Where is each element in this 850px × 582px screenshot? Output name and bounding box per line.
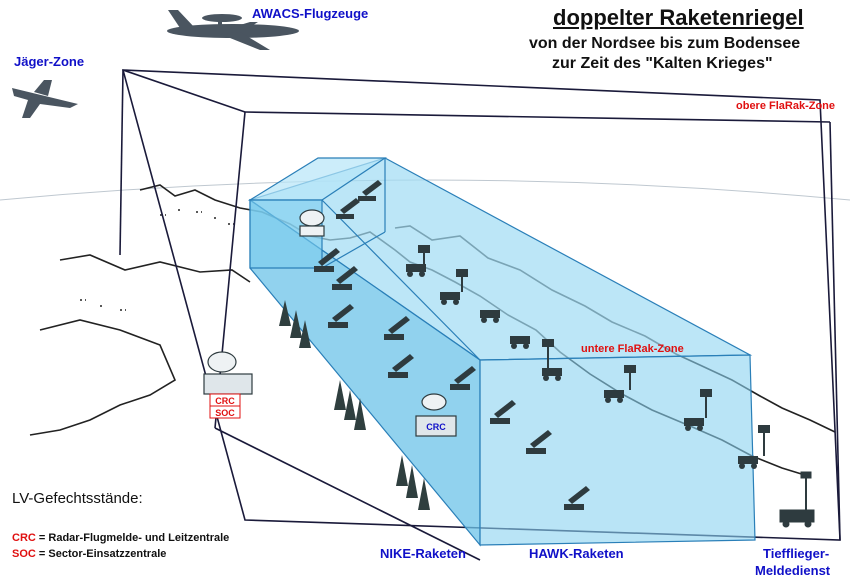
- nike-label: NIKE-Raketen: [380, 546, 466, 561]
- tree-icon: [396, 455, 408, 486]
- hawk-launcher-icon: [406, 264, 426, 277]
- nike-launcher-icon: [450, 366, 476, 390]
- nike-launcher-icon: [314, 248, 340, 272]
- crc-soc-station: CRC SOC: [203, 351, 253, 419]
- nike-launchers: [314, 180, 590, 510]
- radar-icon: [418, 245, 430, 264]
- upper-zone-edge: [829, 121, 841, 541]
- nike-launcher-icon: [526, 430, 552, 454]
- upper-zone-edge: [119, 69, 124, 256]
- hawk-launchers: [406, 264, 758, 469]
- legend-text: = Radar-Flugmelde- und Leitzentrale: [35, 532, 230, 544]
- lower-zone-label: untere FlaRak-Zone: [581, 343, 684, 355]
- hawk-launcher-icon: [510, 336, 530, 349]
- hawk-launcher-icon: [542, 368, 562, 381]
- border-line: [29, 319, 177, 436]
- nike-launcher-icon: [384, 316, 410, 340]
- legend-item-soc: SOC = Sector-Einsatzzentrale: [12, 548, 166, 560]
- crc-front-box: [415, 415, 457, 437]
- tree-icon: [406, 465, 418, 498]
- tree-icon: [279, 300, 291, 326]
- lower-zone-edge: [321, 231, 386, 269]
- hawk-launcher-icon: [440, 292, 460, 305]
- title-subtitle-line2: zur Zeit des "Kalten Krieges": [552, 55, 773, 72]
- hawk-launcher-icon: [604, 390, 624, 403]
- upper-zone-label: obere FlaRak-Zone: [736, 100, 836, 112]
- hawk-launcher-icon: [684, 418, 704, 431]
- legend-item-crc: CRC = Radar-Flugmelde- und Leitzentrale: [12, 532, 229, 544]
- title-subtitle-line1: von der Nordsee bis zum Bodensee: [529, 35, 801, 52]
- radar-dish-icon: [421, 393, 447, 411]
- crc-front-station: CRC: [415, 393, 457, 437]
- crc-box-text: CRC: [215, 396, 235, 406]
- nike-launcher-icon: [332, 266, 358, 290]
- title-main: doppelter Raketenriegel: [553, 5, 804, 30]
- hawk-launcher-icon: [480, 310, 500, 323]
- legend-text: = Sector-Einsatzzentrale: [35, 548, 167, 560]
- radar-icon: [758, 425, 770, 456]
- nike-launcher-icon: [358, 180, 382, 201]
- tiefflieger-label-line1: Tiefflieger-: [763, 546, 830, 561]
- tree-icon: [334, 380, 346, 410]
- nike-launcher-icon: [336, 198, 360, 219]
- radar-icon: [542, 339, 554, 368]
- upper-zone-edge: [122, 69, 246, 113]
- tree-icon: [418, 478, 430, 510]
- lower-zone-front-face: [479, 354, 756, 546]
- tree-icon: [290, 310, 302, 338]
- radar-dish-icon: [299, 209, 325, 237]
- awacs-aircraft-icon: [167, 10, 299, 50]
- tree-icon: [299, 320, 311, 348]
- nike-launcher-icon: [328, 304, 354, 328]
- hawk-launcher-icon: [738, 456, 758, 469]
- legend-code: SOC: [12, 548, 36, 560]
- crc-front-text: CRC: [426, 422, 446, 432]
- upper-zone-edge: [244, 111, 831, 123]
- lower-zone-edge: [321, 199, 481, 361]
- tree-icon: [344, 390, 356, 420]
- tree-icon: [354, 398, 366, 430]
- awacs-label: AWACS-Flugzeuge: [252, 6, 369, 21]
- soc-box: [209, 405, 241, 419]
- station-shed: [203, 373, 253, 395]
- jaeger-zone-label: Jäger-Zone: [14, 54, 85, 69]
- tree-row: [279, 300, 430, 510]
- hawk-radars: [418, 245, 770, 456]
- fighter-jet-icon: [12, 80, 78, 118]
- legend-title: LV-Gefechtsstände:: [12, 490, 143, 507]
- radar-icon: [700, 389, 712, 418]
- nike-launcher-icon: [564, 486, 590, 510]
- radar-icon: [624, 365, 636, 390]
- nike-launcher-icon: [490, 400, 516, 424]
- radar-dish-icon: [207, 351, 237, 373]
- radar-icon: [456, 269, 468, 292]
- soc-box-text: SOC: [215, 408, 235, 418]
- upper-zone-edge: [214, 427, 481, 561]
- legend-code: CRC: [12, 532, 36, 544]
- tiefflieger-label-line2: Meldedienst: [755, 563, 831, 578]
- hawk-label: HAWK-Raketen: [529, 546, 624, 561]
- nike-launcher-icon: [388, 354, 414, 378]
- border-line-2: [59, 254, 251, 283]
- observer-truck-icon: [779, 471, 815, 528]
